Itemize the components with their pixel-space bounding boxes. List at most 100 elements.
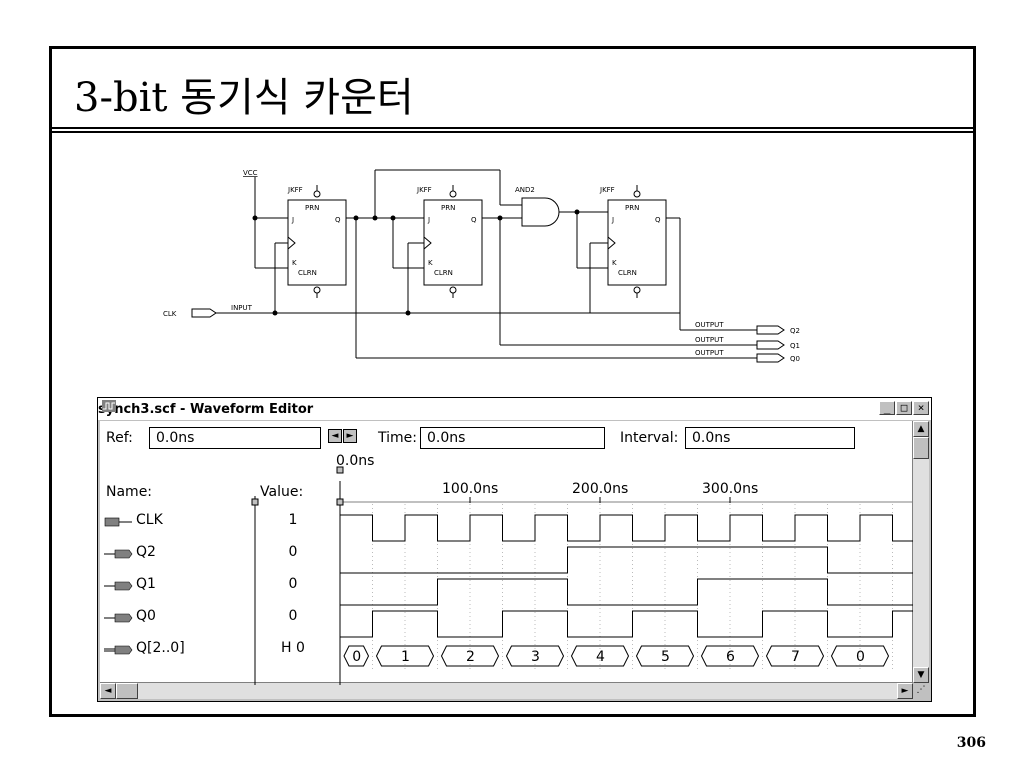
bus-segment bbox=[440, 645, 500, 667]
waveform-editor-window: synch3.scf - Waveform Editor _ □ × Ref: … bbox=[97, 397, 932, 702]
maximize-button[interactable]: □ bbox=[896, 401, 912, 415]
ff1-j: J bbox=[291, 216, 294, 224]
window-title: synch3.scf - Waveform Editor bbox=[98, 401, 314, 417]
bus-segment bbox=[505, 645, 565, 667]
output-q0-label: Q0 bbox=[790, 355, 800, 363]
ff2-k: K bbox=[428, 259, 433, 267]
time-tick-label: 300.0ns bbox=[702, 481, 758, 497]
column-resize-handle bbox=[251, 498, 259, 506]
interval-field[interactable]: 0.0ns bbox=[685, 427, 855, 449]
next-transition-button[interactable]: ► bbox=[343, 429, 357, 443]
title-bar: 3-bit 동기식 카운터 bbox=[52, 49, 973, 133]
bus-segment bbox=[635, 645, 695, 667]
ff2-j: J bbox=[427, 216, 430, 224]
signal-name: Q[2..0] bbox=[136, 640, 185, 656]
scroll-up-button[interactable]: ▲ bbox=[913, 421, 929, 437]
bus-segment bbox=[830, 645, 890, 667]
output-pin-q2: OUTPUT bbox=[695, 321, 724, 329]
q0-waveform bbox=[340, 610, 913, 638]
scroll-right-button[interactable]: ► bbox=[897, 683, 913, 699]
clk-pin-label: CLK bbox=[163, 310, 177, 318]
counter-schematic: VCC JKFF JKFF JKFF AND2 PRN PRN PRN J J … bbox=[163, 169, 800, 363]
and-gate-label: AND2 bbox=[515, 186, 535, 194]
close-button[interactable]: × bbox=[913, 401, 929, 415]
cursor-time-label: 0.0ns bbox=[336, 453, 375, 469]
time-field[interactable]: 0.0ns bbox=[420, 427, 605, 449]
signal-name: CLK bbox=[136, 512, 163, 528]
signal-value: 1 bbox=[288, 512, 298, 528]
ff3-k: K bbox=[612, 259, 617, 267]
time-label: Time: bbox=[378, 430, 417, 446]
ff1-q: Q bbox=[335, 216, 341, 224]
prev-transition-button[interactable]: ◄ bbox=[328, 429, 342, 443]
vertical-scrollbar[interactable]: ▲ ▼ bbox=[912, 421, 929, 683]
value-column-header: Value: bbox=[260, 484, 304, 500]
output-pin-q0: OUTPUT bbox=[695, 349, 724, 357]
bus-value-label: 5 bbox=[661, 649, 670, 665]
output-pin-icon bbox=[104, 581, 133, 591]
waveform-app-icon bbox=[102, 400, 116, 412]
scroll-left-button[interactable]: ◄ bbox=[100, 683, 116, 699]
output-pin-q1: OUTPUT bbox=[695, 336, 724, 344]
bus-value-label: 3 bbox=[531, 649, 540, 665]
bus-segment bbox=[375, 645, 435, 667]
signal-name: Q1 bbox=[136, 576, 156, 592]
bus-segment bbox=[765, 645, 825, 667]
page-number: 306 bbox=[956, 735, 986, 751]
ff2-q: Q bbox=[471, 216, 477, 224]
ff3-clrn: CLRN bbox=[618, 269, 637, 277]
output-q1-label: Q1 bbox=[790, 342, 800, 350]
ff3-q: Q bbox=[655, 216, 661, 224]
input-pin-icon bbox=[104, 517, 132, 527]
signal-value: H 0 bbox=[281, 640, 305, 656]
horizontal-scroll-thumb[interactable] bbox=[116, 683, 138, 699]
ff1-type-label: JKFF bbox=[287, 186, 303, 194]
clk-waveform bbox=[340, 514, 913, 542]
bus-value-label: 6 bbox=[726, 649, 735, 665]
window-titlebar[interactable]: synch3.scf - Waveform Editor _ □ × bbox=[98, 398, 931, 420]
vcc-label: VCC bbox=[243, 169, 258, 177]
scroll-down-button[interactable]: ▼ bbox=[913, 667, 929, 683]
slide-title: 3-bit 동기식 카운터 bbox=[74, 75, 414, 121]
ref-field[interactable]: 0.0ns bbox=[149, 427, 321, 449]
output-q2-label: Q2 bbox=[790, 327, 800, 335]
ff2-clrn: CLRN bbox=[434, 269, 453, 277]
ff1-k: K bbox=[292, 259, 297, 267]
horizontal-scrollbar[interactable]: ◄ ► bbox=[100, 682, 913, 699]
bus-segment bbox=[570, 645, 630, 667]
bus-segment bbox=[343, 645, 370, 667]
bus-value-label: 7 bbox=[791, 649, 800, 665]
interval-label: Interval: bbox=[620, 430, 679, 446]
cursor-marker bbox=[336, 498, 344, 506]
q1-waveform bbox=[340, 578, 913, 606]
signal-value: 0 bbox=[288, 608, 298, 624]
time-tick-label: 200.0ns bbox=[572, 481, 628, 497]
ff1-clrn: CLRN bbox=[298, 269, 317, 277]
bus-segment bbox=[700, 645, 760, 667]
bus-value-label: 0 bbox=[352, 649, 361, 665]
q2-waveform bbox=[340, 546, 913, 574]
name-column-header: Name: bbox=[106, 484, 153, 500]
signal-name: Q0 bbox=[136, 608, 156, 624]
bus-value-label: 4 bbox=[596, 649, 605, 665]
bus-value-label: 1 bbox=[401, 649, 410, 665]
minimize-button[interactable]: _ bbox=[879, 401, 895, 415]
group-pin-icon bbox=[104, 645, 133, 655]
slide-frame: 3-bit 동기식 카운터 bbox=[49, 46, 976, 717]
vertical-scroll-thumb[interactable] bbox=[913, 437, 929, 459]
ref-label: Ref: bbox=[106, 430, 133, 446]
ff1-prn: PRN bbox=[305, 204, 319, 212]
signal-value: 0 bbox=[288, 576, 298, 592]
resize-grip-icon[interactable]: ⋰ bbox=[913, 683, 929, 699]
ff3-prn: PRN bbox=[625, 204, 639, 212]
ff2-prn: PRN bbox=[441, 204, 455, 212]
output-pin-icon bbox=[104, 549, 133, 559]
ff2-type-label: JKFF bbox=[416, 186, 432, 194]
input-pin-label: INPUT bbox=[231, 304, 253, 312]
waveform-client-area: Ref: 0.0ns ◄ ► Time: 0.0ns Interval: 0.0… bbox=[100, 421, 929, 699]
output-pin-icon bbox=[104, 613, 133, 623]
signal-value: 0 bbox=[288, 544, 298, 560]
ff3-j: J bbox=[611, 216, 614, 224]
signal-name: Q2 bbox=[136, 544, 156, 560]
